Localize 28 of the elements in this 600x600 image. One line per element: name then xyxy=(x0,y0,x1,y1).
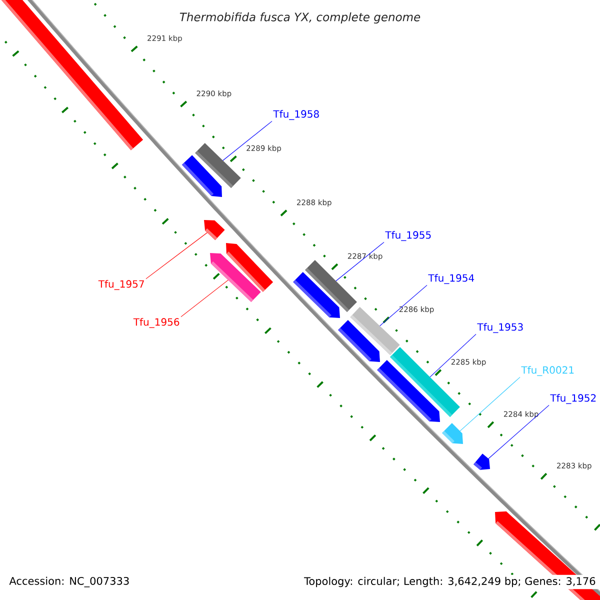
accession-text: Accession: NC_007333 xyxy=(9,576,129,588)
genome-info-text: Topology: circular; Length: 3,642,249 bp; Genes: 3,176 xyxy=(302,574,598,590)
gene-feature xyxy=(442,423,463,444)
gene-feature xyxy=(182,155,222,197)
leader-line xyxy=(222,120,272,161)
gene-feature xyxy=(293,272,340,318)
leader-line xyxy=(146,232,208,280)
gene-bar xyxy=(0,0,144,150)
gene-label: Tfu_R0021 xyxy=(521,366,574,376)
gene-label: Tfu_1954 xyxy=(428,274,474,284)
leader-line xyxy=(336,242,384,282)
title: Thermobifida fusca YX, complete genome xyxy=(180,12,420,24)
gene-feature xyxy=(377,360,440,422)
gene-label: Tfu_1956 xyxy=(133,318,180,328)
gene-feature xyxy=(338,320,380,362)
gene-label: Tfu_1953 xyxy=(477,323,523,333)
gene-feature xyxy=(474,454,490,470)
gene-feature xyxy=(210,253,261,302)
leader-line xyxy=(180,280,228,318)
gene-label: Tfu_1952 xyxy=(550,394,596,404)
leader-line xyxy=(380,284,428,326)
leader-line xyxy=(430,334,476,378)
leader-line xyxy=(460,376,520,432)
gene-label: Tfu_1957 xyxy=(98,280,144,290)
gene-feature xyxy=(204,220,225,240)
gene-label: Tfu_1955 xyxy=(385,231,431,241)
gene-label: Tfu_1958 xyxy=(273,110,319,120)
leader-line xyxy=(488,404,550,459)
